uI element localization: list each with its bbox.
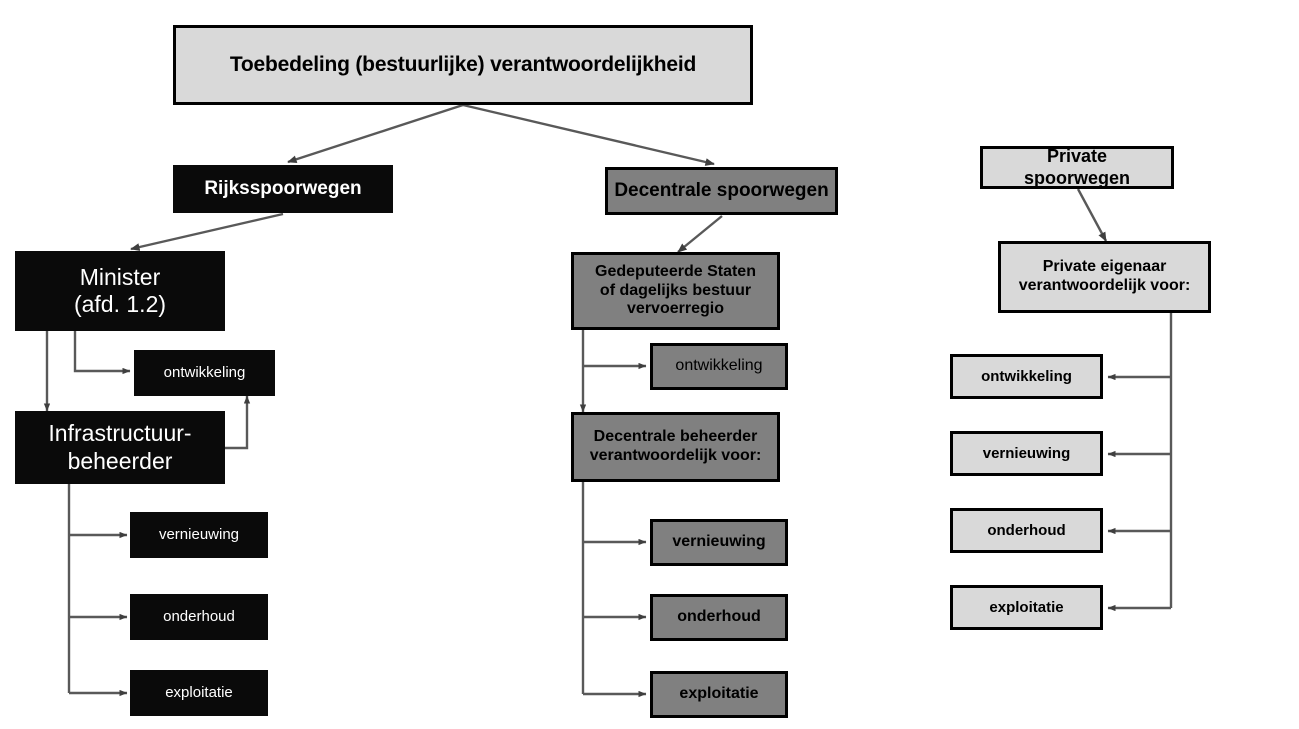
node-decentraal-exploitatie: exploitatie: [650, 671, 788, 718]
node-private-onderhoud: onderhoud: [950, 508, 1103, 553]
edge-rijks-to-minister: [130, 212, 284, 251]
edge-beheerder-to-ontwikkeling: [225, 395, 251, 450]
node-rijks-vernieuwing: vernieuwing: [130, 512, 268, 558]
node-minister: Minister (afd. 1.2): [15, 251, 225, 331]
node-decentraal-onderhoud: onderhoud: [650, 594, 788, 641]
branch-header-decentrale-spoorwegen: Decentrale spoorwegen: [605, 167, 838, 215]
edge-title-to-decentraal: [462, 103, 715, 166]
title-box: Toebedeling (bestuurlijke) verantwoordel…: [173, 25, 753, 105]
branch-header-private-spoorwegen: Private spoorwegen: [980, 146, 1174, 189]
node-rijks-ontwikkeling: ontwikkeling: [134, 350, 275, 396]
node-private-exploitatie: exploitatie: [950, 585, 1103, 630]
node-decentraal-ontwikkeling: ontwikkeling: [650, 343, 788, 390]
node-decentraal-vernieuwing: vernieuwing: [650, 519, 788, 566]
edge-private-to-eigenaar: [1076, 188, 1108, 242]
branch-header-rijksspoorwegen: Rijksspoorwegen: [173, 165, 393, 213]
node-rijks-exploitatie: exploitatie: [130, 670, 268, 716]
node-gedeputeerde-staten: Gedeputeerde Staten of dagelijks bestuur…: [571, 252, 780, 330]
node-decentrale-beheerder: Decentrale beheerder verantwoordelijk vo…: [571, 412, 780, 482]
node-private-vernieuwing: vernieuwing: [950, 431, 1103, 476]
node-private-eigenaar: Private eigenaar verantwoordelijk voor:: [998, 241, 1211, 313]
node-rijks-onderhoud: onderhoud: [130, 594, 268, 640]
edge-minister-to-ontwikkeling: [73, 331, 131, 375]
edge-decentraal-to-gs: [677, 215, 723, 253]
node-private-ontwikkeling: ontwikkeling: [950, 354, 1103, 399]
edge-title-to-rijks: [287, 103, 464, 164]
node-infrastructuurbeheerder: Infrastructuur- beheerder: [15, 411, 225, 484]
